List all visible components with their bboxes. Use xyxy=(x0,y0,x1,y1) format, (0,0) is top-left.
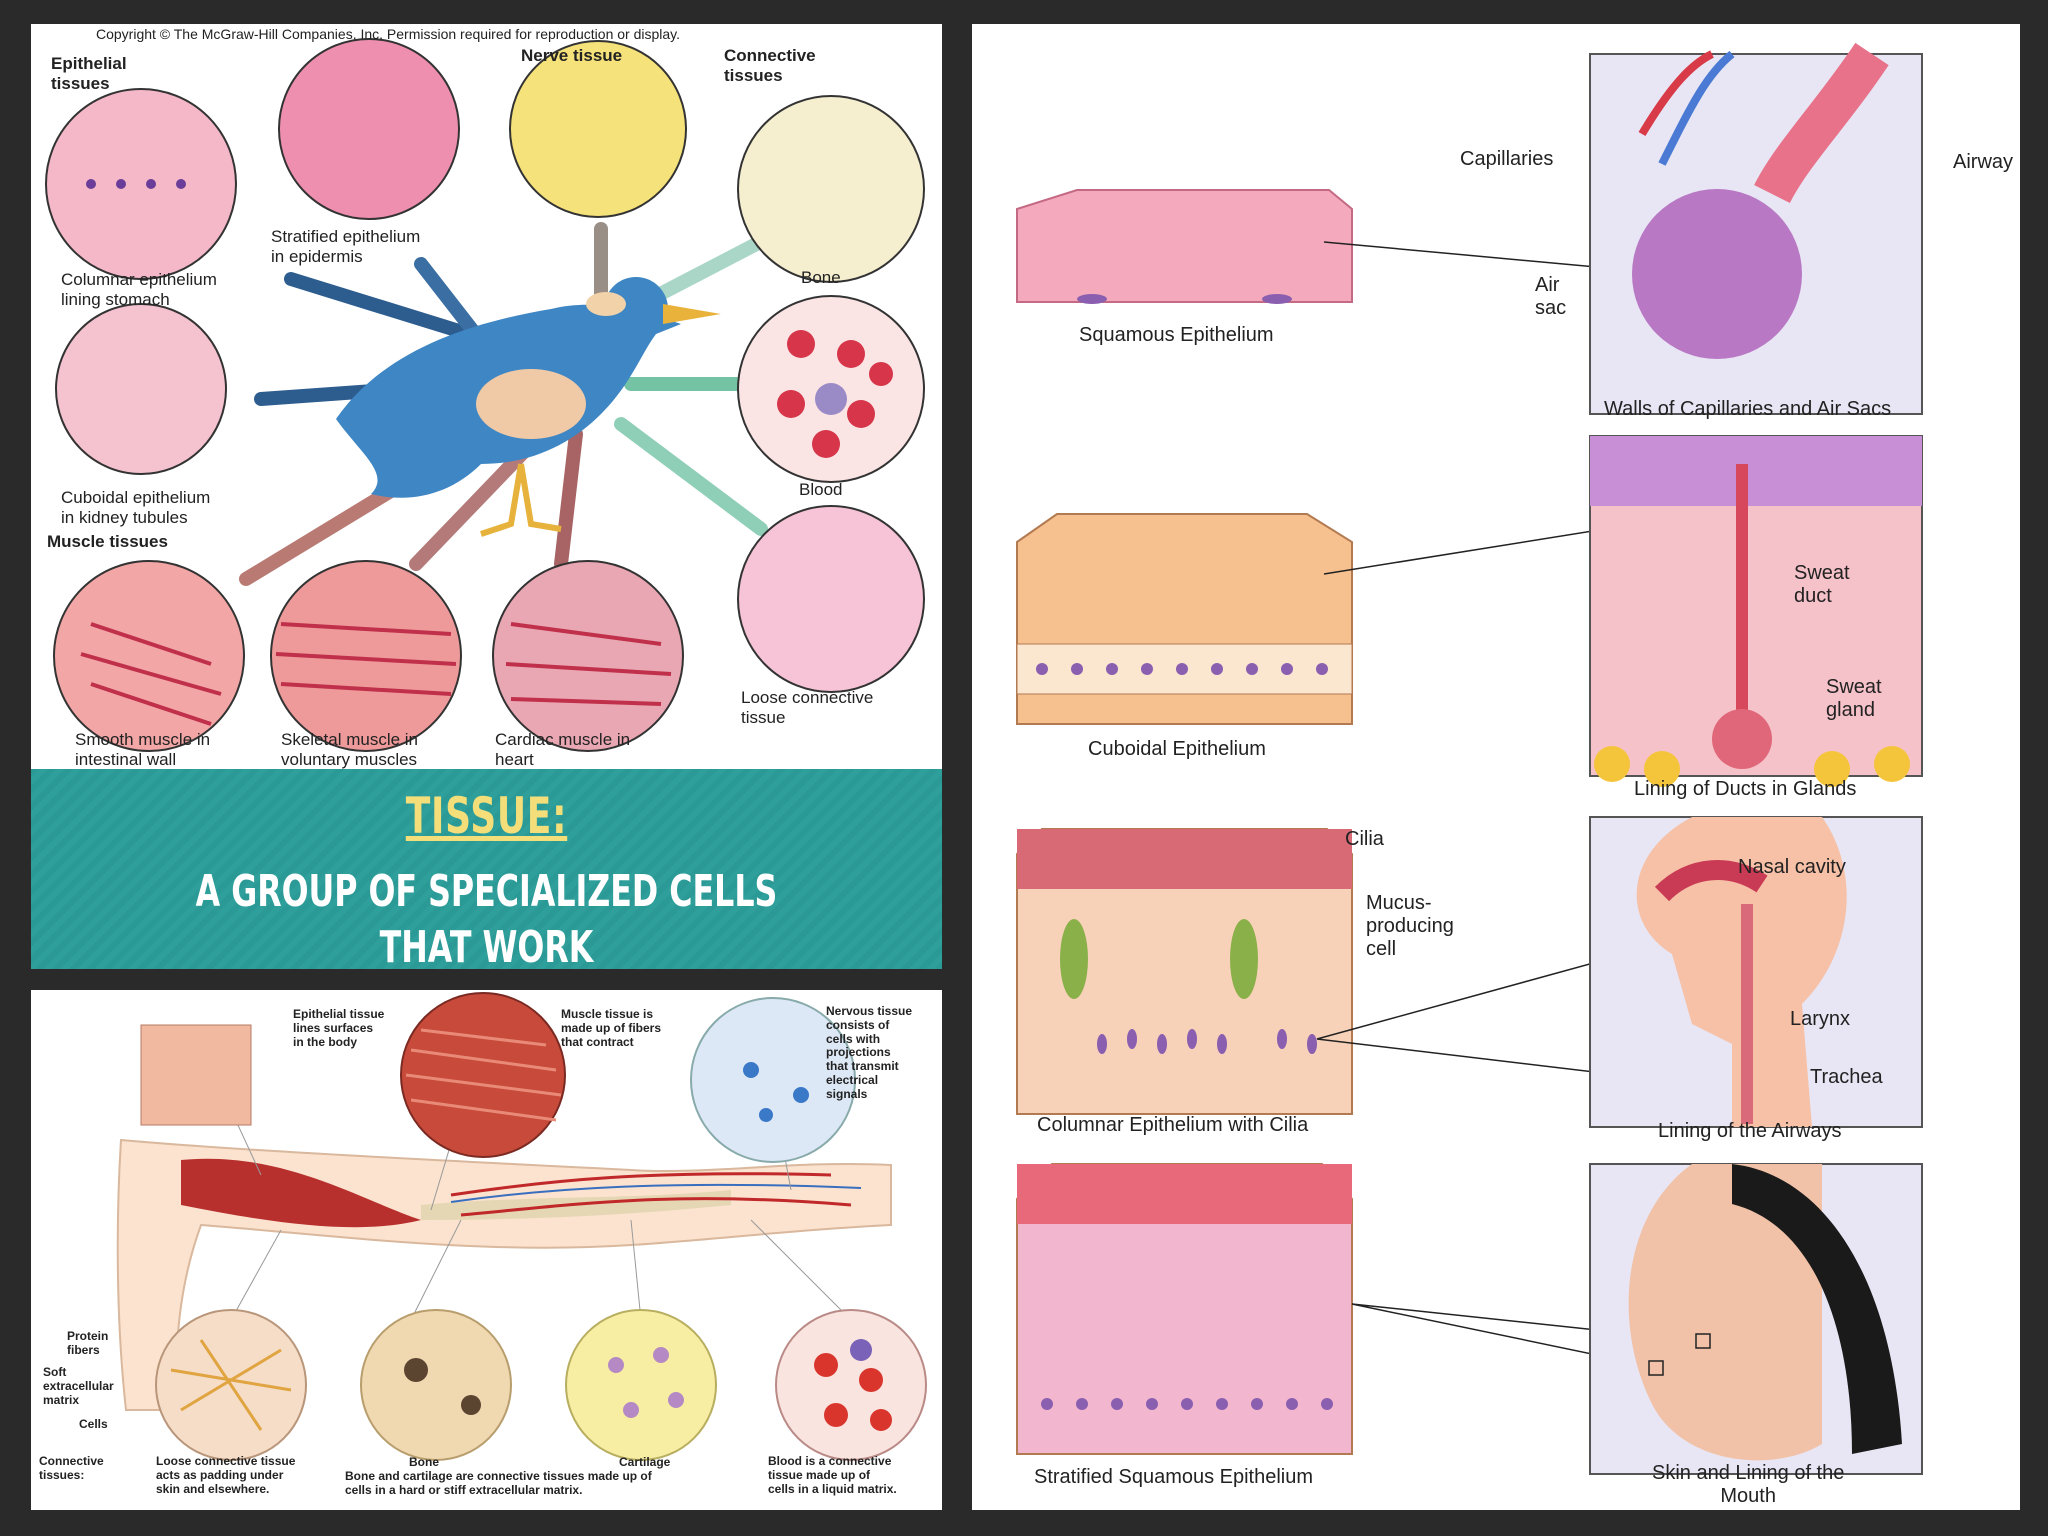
nasal-cavity-label: Nasal cavity xyxy=(1738,856,1846,878)
epithelium-types-panel: Capillaries Airway Air sac Squamous Epit… xyxy=(972,24,2020,1510)
epithelial-note: Epithelial tissue lines surfaces in the … xyxy=(293,1007,385,1049)
nervous-note: Nervous tissue consists of cells with pr… xyxy=(826,1004,913,1101)
airways-label: Lining of the Airways xyxy=(1658,1120,1842,1142)
cartilage-label: Cartilage xyxy=(619,1455,671,1469)
cuboidal-label: Cuboidal Epithelium xyxy=(1088,738,1266,760)
epithelium-types-illustration xyxy=(1016,42,1923,1475)
mouth-label: Skin and Lining of the Mouth xyxy=(1652,1462,1845,1507)
bone-label: Bone xyxy=(409,1455,439,1469)
cells-label: Cells xyxy=(79,1417,108,1431)
stratified-label: Stratified epithelium in epidermis xyxy=(271,227,421,266)
connective-tissues-label: Connective tissues: xyxy=(39,1454,104,1482)
loose-connective-note: Loose connective tissue acts as padding … xyxy=(156,1454,296,1496)
epithelial-heading: Epithelial tissues xyxy=(51,54,127,93)
nerve-heading: Nerve tissue xyxy=(521,46,623,65)
walls-label: Walls of Capillaries and Air Sacs xyxy=(1604,398,1892,420)
cilia-label: Cilia xyxy=(1345,828,1384,850)
banner-definition: A GROUP OF SPECIALIZED CELLS THAT WORK T… xyxy=(195,866,778,969)
columnar-label: Columnar Epithelium with Cilia xyxy=(1037,1114,1309,1136)
cardiac-label: Cardiac muscle in heart xyxy=(495,730,631,769)
skeletal-label: Skeletal muscle in voluntary muscles xyxy=(281,730,419,769)
capillaries-label: Capillaries xyxy=(1460,148,1554,170)
blood-note: Blood is a connective tissue made up of … xyxy=(768,1454,897,1496)
stratified-label: Stratified Squamous Epithelium xyxy=(1034,1466,1314,1488)
smooth-label: Smooth muscle in intestinal wall xyxy=(75,730,211,769)
air-sac-label: Air sac xyxy=(1535,274,1567,319)
cuboidal-label: Cuboidal epithelium in kidney tubules xyxy=(61,488,211,527)
bone-label: Bone xyxy=(801,268,841,287)
loose-label: Loose connective tissue xyxy=(741,688,874,727)
squamous-label: Squamous Epithelium xyxy=(1079,324,1274,346)
tissue-overview-illustration xyxy=(45,38,925,752)
sweat-gland-label: Sweat gland xyxy=(1826,676,1882,721)
muscle-note: Muscle tissue is made up of fibers that … xyxy=(561,1007,662,1049)
airway-label: Airway xyxy=(1953,151,2014,173)
bone-cartilage-note: Bone and cartilage are connective tissue… xyxy=(345,1469,652,1497)
soft-matrix-label: Soft extracellular matrix xyxy=(43,1365,114,1407)
trachea-label: Trachea xyxy=(1810,1066,1883,1088)
sweat-duct-label: Sweat duct xyxy=(1794,562,1850,607)
blood-label: Blood xyxy=(799,480,843,499)
larynx-label: Larynx xyxy=(1790,1008,1851,1030)
copyright-note: Copyright © The McGraw-Hill Companies, I… xyxy=(96,26,681,42)
banner-title: TISSUE: xyxy=(405,787,568,845)
arm-tissues-illustration xyxy=(116,992,927,1461)
ducts-label: Lining of Ducts in Glands xyxy=(1634,778,1857,800)
mucus-cell-label: Mucus- producing cell xyxy=(1366,892,1454,960)
definition-banner: TISSUE: A GROUP OF SPECIALIZED CELLS THA… xyxy=(31,769,942,969)
bird-icon xyxy=(336,277,721,537)
arm-tissues-panel: Epithelial tissue lines surfaces in the … xyxy=(31,990,942,1510)
tissue-overview-panel: Copyright © The McGraw-Hill Companies, I… xyxy=(31,24,942,969)
protein-fibers-label: Protein fibers xyxy=(67,1329,109,1357)
connective-heading: Connective tissues xyxy=(724,46,816,85)
columnar-label: Columnar epithelium lining stomach xyxy=(61,270,217,309)
muscle-heading: Muscle tissues xyxy=(47,532,168,551)
